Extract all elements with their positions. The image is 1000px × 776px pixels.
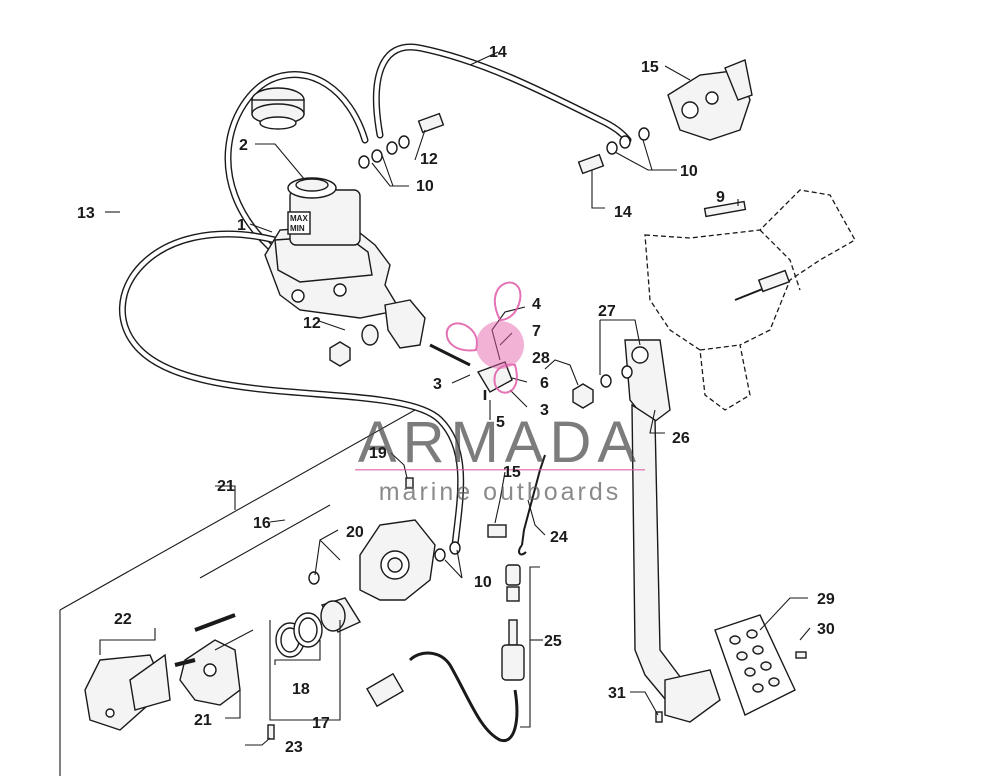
reservoir-cap xyxy=(251,87,305,130)
hose-14 xyxy=(372,43,632,144)
piston-seals xyxy=(275,597,362,658)
callout-17: 17 xyxy=(312,715,330,732)
callout-28: 28 xyxy=(532,350,550,367)
hose-13 xyxy=(224,71,369,251)
caliper-bracket xyxy=(174,613,241,706)
lower-caliper xyxy=(359,519,436,601)
reservoir-min-mark: MIN xyxy=(290,224,305,233)
callout-22: 22 xyxy=(114,611,132,628)
callout-11: 12 xyxy=(420,151,438,168)
callout-12-mid: 15 xyxy=(503,464,521,481)
callout-1: 1 xyxy=(237,217,246,234)
callout-20: 20 xyxy=(346,524,364,541)
callout-9: 9 xyxy=(716,189,725,206)
brand-watermark: ARMADA marine outboards xyxy=(355,281,645,506)
hardware xyxy=(267,112,807,740)
brake-light-switch xyxy=(366,564,525,708)
pushrod xyxy=(429,269,791,367)
callout-19: 19 xyxy=(369,445,387,462)
callout-labels: 2 1 12 13 14 15 12 10 10 14 9 4 7 28 27 … xyxy=(77,44,835,756)
callout-16: 16 xyxy=(253,515,271,532)
callout-14: 14 xyxy=(489,44,507,61)
callout-15-top: 15 xyxy=(641,59,659,76)
callout-3-left: 3 xyxy=(433,376,442,393)
callout-31: 31 xyxy=(608,685,626,702)
callout-6: 6 xyxy=(540,375,549,392)
hose-13-long xyxy=(118,230,465,549)
callout-24: 24 xyxy=(550,529,568,546)
callout-30: 30 xyxy=(817,621,835,638)
callout-25: 25 xyxy=(544,633,562,650)
callout-26: 26 xyxy=(672,430,690,447)
master-cylinder: MAX MIN xyxy=(264,177,426,349)
callout-7: 7 xyxy=(532,323,541,340)
callout-4: 4 xyxy=(532,296,541,313)
callout-21: 21 xyxy=(194,712,212,729)
leader-lines xyxy=(59,51,811,776)
callout-10-top-left: 10 xyxy=(416,178,434,195)
callout-2: 2 xyxy=(239,137,248,154)
watermark-rule xyxy=(355,469,645,471)
callout-10-bottom: 10 xyxy=(474,574,492,591)
brake-pedal xyxy=(624,339,721,723)
callout-3-right: 3 xyxy=(540,402,549,419)
callout-18: 18 xyxy=(292,681,310,698)
callout-29: 29 xyxy=(817,591,835,608)
callout-27: 27 xyxy=(598,303,616,320)
reservoir-max-mark: MAX xyxy=(290,214,308,223)
callout-8: 12 xyxy=(303,315,321,332)
watermark-title: ARMADA xyxy=(358,410,642,475)
pedal-mount-bracket xyxy=(644,189,856,411)
callout-23: 23 xyxy=(285,739,303,756)
callout-5: 5 xyxy=(496,414,505,431)
callout-15-left: 21 xyxy=(217,478,235,495)
pedal-pad xyxy=(714,614,796,716)
hose-25-cable xyxy=(408,651,519,743)
callout-13: 13 xyxy=(77,205,95,222)
brake-pads xyxy=(84,653,171,731)
brake-caliper xyxy=(667,59,753,141)
callout-10-top-right: 10 xyxy=(680,163,698,180)
callout-12-top: 14 xyxy=(614,204,632,221)
brand-logo xyxy=(445,281,524,394)
watermark-subtitle: marine outboards xyxy=(379,478,622,506)
